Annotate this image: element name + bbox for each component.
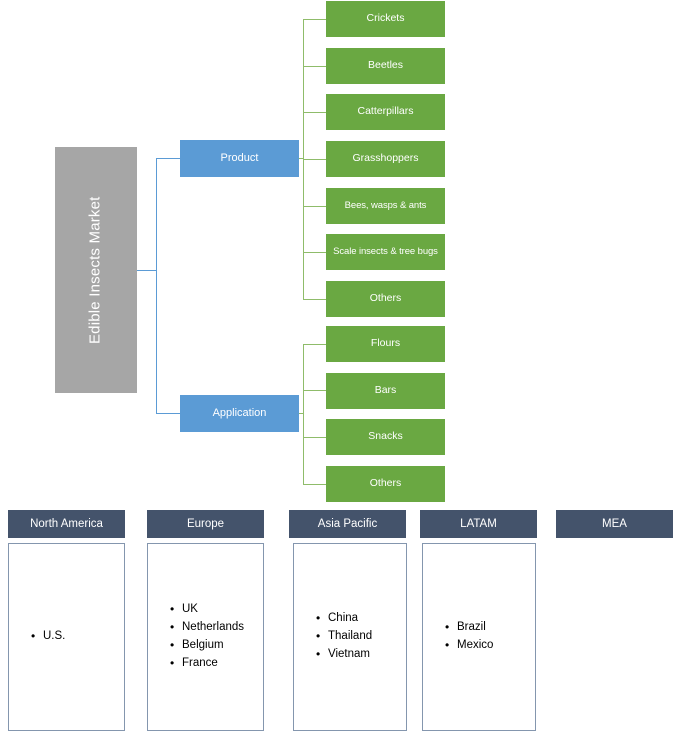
root-node-label: Edible Insects Market bbox=[86, 196, 104, 344]
region-header-label: LATAM bbox=[460, 518, 497, 530]
connector-application-stub bbox=[299, 413, 304, 414]
leaf-node-label: Others bbox=[369, 477, 402, 490]
leaf-node-grasshoppers[interactable]: Grasshoppers bbox=[326, 141, 445, 177]
connector-product-stub bbox=[299, 158, 304, 159]
region-country-item: Mexico bbox=[445, 636, 493, 655]
leaf-node-application-others[interactable]: Others bbox=[326, 466, 445, 502]
connector-leaf-stub bbox=[303, 19, 326, 20]
leaf-node-label: Others bbox=[369, 292, 402, 305]
connector-leaf-stub bbox=[303, 252, 326, 253]
connector-root-stub bbox=[137, 270, 156, 271]
connector-leaf-stub bbox=[303, 484, 326, 485]
leaf-node-label: Grasshoppers bbox=[352, 152, 419, 165]
region-header-asia-pacific[interactable]: Asia Pacific bbox=[289, 510, 406, 538]
category-node-product-label: Product bbox=[220, 152, 259, 165]
leaf-node-bees-wasps-ants[interactable]: Bees, wasps & ants bbox=[326, 188, 445, 224]
region-header-mea[interactable]: MEA bbox=[556, 510, 673, 538]
connector-category-spine bbox=[156, 158, 157, 413]
leaf-node-crickets[interactable]: Crickets bbox=[326, 1, 445, 37]
root-node-edible-insects-market[interactable]: Edible Insects Market bbox=[55, 147, 137, 393]
leaf-node-bars[interactable]: Bars bbox=[326, 373, 445, 409]
region-country-item: UK bbox=[170, 600, 244, 619]
connector-leaf-stub bbox=[303, 66, 326, 67]
connector-leaf-stub bbox=[303, 206, 326, 207]
leaf-node-label: Flours bbox=[370, 337, 401, 350]
region-country-item: Thailand bbox=[316, 627, 372, 646]
leaf-node-label: Bars bbox=[374, 384, 397, 397]
leaf-node-scale-insects-tree-bugs[interactable]: Scale insects & tree bugs bbox=[326, 234, 445, 270]
leaf-node-label: Catterpillars bbox=[357, 105, 414, 118]
connector-leaf-stub bbox=[303, 112, 326, 113]
region-country-item: Netherlands bbox=[170, 618, 244, 637]
region-header-north-america[interactable]: North America bbox=[8, 510, 125, 538]
leaf-node-label: Beetles bbox=[367, 59, 404, 72]
leaf-node-label: Crickets bbox=[366, 12, 405, 25]
region-country-item: France bbox=[170, 654, 244, 673]
connector-application-spine bbox=[303, 344, 304, 484]
connector-leaf-stub bbox=[303, 390, 326, 391]
connector-leaf-stub bbox=[303, 159, 326, 160]
category-node-application[interactable]: Application bbox=[180, 395, 299, 432]
region-body-latam: Brazil Mexico bbox=[422, 543, 536, 731]
region-header-label: MEA bbox=[602, 518, 627, 530]
region-body-europe: UK Netherlands Belgium France bbox=[147, 543, 264, 731]
region-header-latam[interactable]: LATAM bbox=[420, 510, 537, 538]
connector-leaf-stub bbox=[303, 344, 326, 345]
region-header-label: Europe bbox=[186, 518, 225, 530]
region-country-list: Brazil Mexico bbox=[423, 618, 493, 655]
region-country-item: China bbox=[316, 609, 372, 628]
region-country-list: China Thailand Vietnam bbox=[294, 609, 372, 664]
region-country-item: Belgium bbox=[170, 636, 244, 655]
leaf-node-flours[interactable]: Flours bbox=[326, 326, 445, 362]
category-node-application-label: Application bbox=[212, 407, 267, 420]
leaf-node-beetles[interactable]: Beetles bbox=[326, 48, 445, 84]
leaf-node-product-others[interactable]: Others bbox=[326, 281, 445, 317]
region-country-list: U.S. bbox=[9, 627, 65, 646]
region-header-label: North America bbox=[30, 518, 103, 530]
leaf-node-label: Bees, wasps & ants bbox=[344, 199, 427, 211]
connector-leaf-stub bbox=[303, 437, 326, 438]
leaf-node-snacks[interactable]: Snacks bbox=[326, 419, 445, 455]
region-body-north-america: U.S. bbox=[8, 543, 125, 731]
category-node-product[interactable]: Product bbox=[180, 140, 299, 177]
region-body-asia-pacific: China Thailand Vietnam bbox=[293, 543, 407, 731]
connector-leaf-stub bbox=[303, 299, 326, 300]
leaf-node-label: Snacks bbox=[368, 430, 403, 443]
region-country-item: Brazil bbox=[445, 618, 493, 637]
region-country-list: UK Netherlands Belgium France bbox=[148, 600, 244, 673]
region-header-label: Asia Pacific bbox=[317, 518, 378, 530]
connector-to-product bbox=[156, 158, 180, 159]
region-header-europe[interactable]: Europe bbox=[147, 510, 264, 538]
leaf-node-label: Scale insects & tree bugs bbox=[333, 245, 438, 257]
region-country-item: Vietnam bbox=[316, 645, 372, 664]
connector-to-application bbox=[156, 413, 180, 414]
region-country-item: U.S. bbox=[31, 627, 65, 646]
leaf-node-catterpillars[interactable]: Catterpillars bbox=[326, 94, 445, 130]
